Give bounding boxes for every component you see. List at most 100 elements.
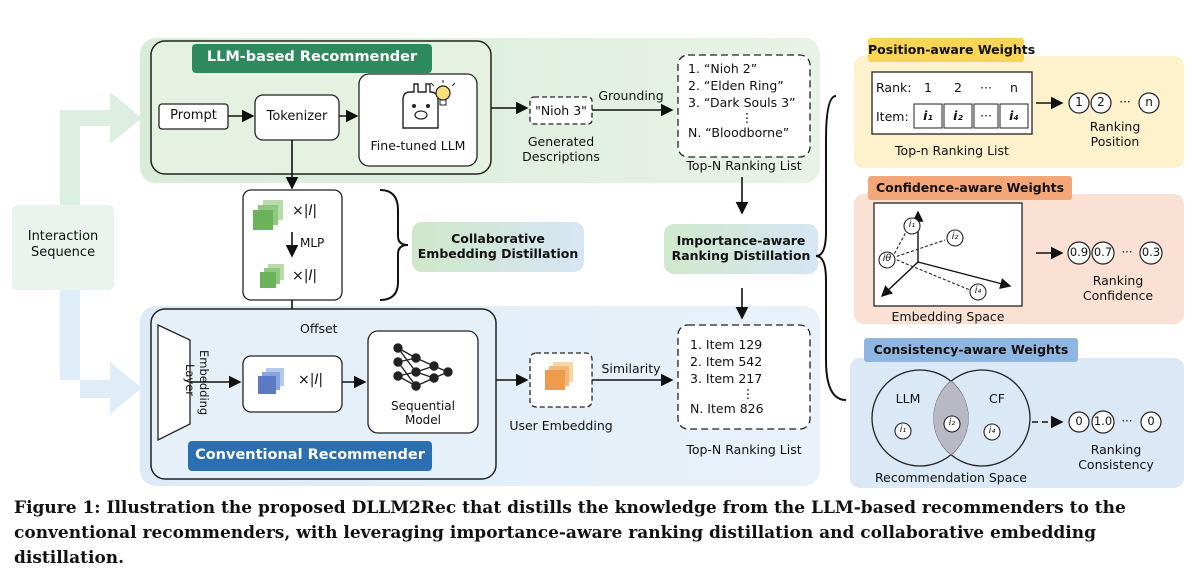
times-i-label: ×|𝐼| [292,203,318,219]
ced-box [412,222,584,272]
interaction-sequence-label: Interaction Sequence [27,229,99,260]
conv-times-i-label: ×|𝐼| [298,372,324,388]
list-item: ⋮ [741,386,755,401]
orange-embedding-stack [545,362,573,390]
similarity-label: Similarity [601,361,661,376]
node-circle [878,251,896,269]
grounding-label: Grounding [598,88,664,103]
ced-label: Collaborative Embedding Distillation [417,231,579,261]
list-item: 1. “Nioh 2” [688,61,758,76]
dots: ··· [1121,245,1133,259]
times-i-label: ×|𝐼| [292,268,318,284]
ranking-position-label: Ranking Position [1089,119,1141,149]
conv-ranking-list: 1. Item 129 2. Item 542 3. Item 217 ⋮ N.… [690,336,806,417]
item-cell: ··· [980,108,992,123]
item-label: Item: [876,109,909,124]
conf-circle-value: 0.9 [1069,245,1089,259]
llm-ranking-box [677,54,811,158]
embedding-space-caption: Embedding Space [891,309,1005,324]
pos-circle [1068,92,1090,114]
seq-model-box [367,330,479,434]
conf-circle-value: 0.7 [1093,245,1113,259]
embedding-layer-label: Embedding Layer [183,350,211,416]
conv-embedding-box [242,355,343,413]
finetuned-llm-label: Fine-tuned LLM [370,138,466,153]
cons-circle [1091,410,1115,434]
tokenizer-box [254,94,340,141]
consistency-title: Consistency-aware Weights [873,342,1069,357]
consistency-panel [850,358,1184,488]
node-label: i₂ [948,417,956,428]
pos-circle [1138,92,1160,114]
conv-ranking-caption: Top-N Ranking List [686,442,802,457]
conf-circle-value: 0.3 [1141,245,1161,259]
ird-box [664,224,818,274]
rank-value: 2 [954,80,962,95]
green-embedding-stack-small [260,264,284,288]
weights-brace [815,95,847,401]
list-item: 3. “Dark Souls 3” [688,95,796,110]
pos-circle-value: 2 [1097,95,1105,109]
faded-arrow-bottom [60,290,142,414]
conf-circle [1091,241,1115,265]
item-cell: i₁ [923,108,933,123]
dots: ··· [1119,95,1131,109]
mlp-label: MLP [300,236,325,250]
conf-circle [1139,241,1163,265]
list-item: 1. Item 129 [690,337,763,352]
recommendation-space-caption: Recommendation Space [875,470,1027,485]
figure-caption: Figure 1: Illustration the proposed DLLM… [14,496,1189,571]
list-item: ⋮ [740,110,754,125]
ced-brace [379,189,409,301]
ranking-confidence-label: Ranking Confidence [1082,273,1154,303]
pos-circle-value: n [1145,95,1153,109]
rank-value: 1 [924,80,932,95]
item-cell: i₄ [1009,108,1019,123]
node-circle [943,415,961,433]
list-item: 3. Item 217 [690,371,763,386]
rank-label: Rank: [876,80,912,95]
generated-caption: Generated Descriptions [522,134,600,164]
node-circle [969,283,987,301]
conv-title-bg [188,441,432,471]
conf-circle [1067,241,1091,265]
position-title: Position-aware Weights [868,42,1036,57]
node-label: i₂ [951,231,959,242]
llm-ranking-list: 1. “Nioh 2” 2. “Elden Ring” 3. “Dark Sou… [688,60,806,141]
consistency-title-bg [864,338,1078,362]
interaction-box [12,205,114,290]
generated-box [529,96,593,125]
neural-network-icon [393,343,453,391]
confidence-title: Confidence-aware Weights [875,180,1065,195]
node-label: i₄ [974,285,982,296]
offset-label: Offset [300,321,338,336]
position-list-caption: Top-n Ranking List [895,143,1009,158]
node-circle [903,217,921,235]
green-embedding-stack [253,200,283,230]
item-cell: i₂ [953,108,963,123]
llm-rec-title-bg [192,44,432,73]
generated-text: "Nioh 3" [535,103,587,118]
list-item: N. “Bloodborne” [688,125,790,140]
user-embedding-label: User Embedding [509,418,613,433]
conv-ranking-box [677,324,811,430]
diagram-canvas [12,38,1184,488]
node-circle [894,422,912,440]
node-label: i₁ [899,424,907,435]
conv-rec-title: Conventional Recommender [195,447,425,463]
embedding-layer-shape [157,323,191,442]
cf-label: CF [989,391,1005,406]
ranking-consistency-label: Ranking Consistency [1078,442,1154,472]
seq-model-label: Sequential Model [391,399,455,428]
node-label: iθ [882,253,892,264]
cons-circle-value: 0 [1147,414,1155,428]
node-circle [983,423,1001,441]
node-circle [946,229,964,247]
rank-value: n [1010,80,1018,95]
list-item: 2. “Elden Ring” [688,78,784,93]
pos-circle-value: 1 [1075,95,1083,109]
pos-circle [1090,92,1112,114]
embedding-space-box [873,202,1023,307]
tokenizer-label: Tokenizer [266,109,328,124]
llm-rec-title: LLM-based Recommender [206,49,418,65]
